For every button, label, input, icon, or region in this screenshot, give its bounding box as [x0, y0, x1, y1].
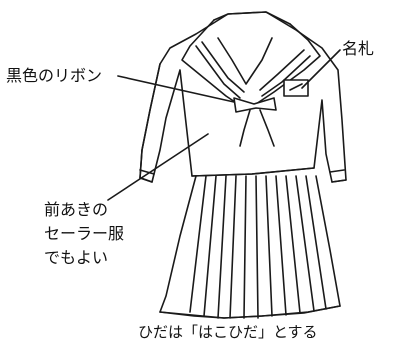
collar-stripe-3: [261, 55, 311, 97]
collar-stripe-1: [195, 45, 241, 99]
skirt-hem: [159, 305, 341, 319]
label-name-tag: 名札: [342, 39, 375, 58]
leader-ribbon: [117, 75, 235, 103]
collar-stripe-2: [201, 41, 245, 93]
collar-back: [213, 11, 291, 25]
name-tag-line: [289, 83, 303, 91]
leader-front-open: [107, 133, 209, 201]
ribbon-tail-right: [259, 109, 275, 147]
jacket-outline: [139, 11, 347, 183]
neck-opening: [217, 37, 273, 85]
ribbon-bow: [233, 97, 277, 113]
ribbon-tail-left: [239, 109, 251, 147]
leader-name-tag: [301, 49, 341, 89]
left-cuff: [139, 169, 155, 183]
name-tag-shape: [283, 79, 309, 97]
label-front-open-line2: セーラー服: [44, 224, 125, 243]
label-front-open: 前あきの セーラー服 でもよい: [44, 198, 124, 270]
label-black-ribbon: 黒色のリボン: [6, 66, 103, 85]
left-sleeve: [139, 63, 161, 179]
right-cuff: [329, 169, 347, 183]
label-front-open-line1: 前あきの: [44, 200, 109, 219]
skirt-pleats: [189, 175, 327, 319]
collar-stripe-4: [259, 49, 305, 91]
label-front-open-line3: でもよい: [44, 248, 109, 267]
label-pleats: ひだは「はこひだ」とする: [138, 323, 318, 341]
jacket-hem: [191, 167, 315, 177]
skirt-outline: [159, 175, 341, 319]
